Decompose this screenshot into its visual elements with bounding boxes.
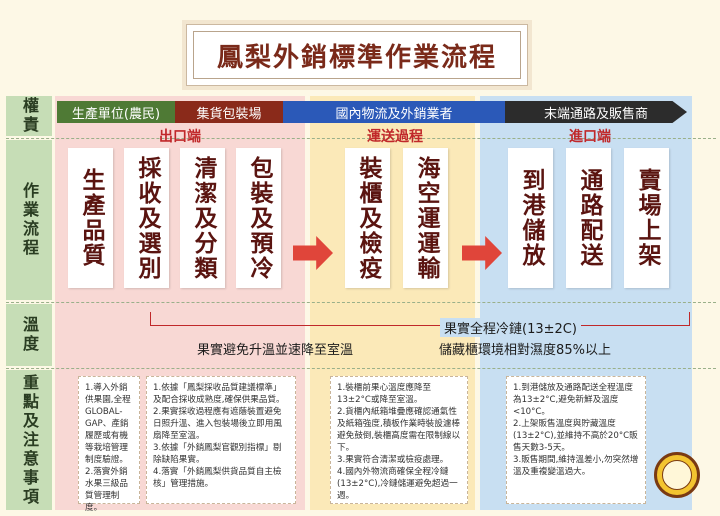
- note-item: 2.上架販售溫度與貯藏溫度(13±2°C),並維持不高於20°C販售天數3-5天…: [513, 419, 638, 454]
- step-box: 採收及選別: [124, 148, 169, 288]
- row-label-text: 重點及注意事項: [20, 373, 39, 507]
- section-export: 出口端: [159, 129, 201, 145]
- note-item: 2.果實採收過程應有遮蔭裝置避免日照升溫、進入包裝場後立即用風扇降至室溫。: [153, 407, 282, 442]
- row-divider: [6, 302, 716, 303]
- row-label-text: 作業流程: [20, 182, 39, 258]
- row-label-text: 權責: [20, 97, 39, 135]
- step-label: 採收及選別: [134, 155, 160, 281]
- note-item: 1.裝櫃前果心溫度應降至13±2°C或降至室溫。: [337, 383, 432, 406]
- export-temp-note: 果實避免升溫並速降至室溫: [196, 343, 353, 358]
- section-import: 進口端: [569, 129, 611, 145]
- note-item: 2.落實外銷水果三級品質管理制度。: [85, 467, 128, 514]
- note-packing: 1.依據「鳳梨採收品質建議標準」及配合採收成熟度,確保供果品質。 2.果實採收過…: [146, 376, 296, 504]
- step-label: 生產品質: [78, 168, 104, 268]
- step-label: 清潔及分類: [190, 155, 216, 281]
- humidity-note: 儲藏櫃環境相對濕度85%以上: [439, 343, 611, 358]
- note-item: 2.貨櫃內紙箱堆疊應確認通氣性及紙箱強度,積板作業時裝設濾棒避免鼓倒,裝櫃高度需…: [337, 407, 461, 454]
- page-title: 鳳梨外銷標準作業流程: [216, 42, 497, 73]
- step-box: 通路配送: [566, 148, 611, 288]
- step-box: 清潔及分類: [180, 148, 225, 288]
- step-box: 裝櫃及檢疫: [345, 148, 390, 288]
- cold-chain-bracket: [150, 312, 690, 326]
- seal-core: [662, 460, 692, 490]
- step-box: 到港儲放: [508, 148, 553, 288]
- note-item: 1.依據「鳳梨採收品質建議標準」及配合採收成熟度,確保供果品質。: [153, 383, 285, 406]
- bar-packing: 集貨包裝場: [175, 101, 283, 123]
- step-label: 海空運運輸: [413, 155, 439, 281]
- row-divider: [6, 368, 716, 369]
- title-inner: 鳳梨外銷標準作業流程: [193, 31, 521, 79]
- cold-chain-text: 果實全程冷鏈(13±2C): [440, 318, 581, 337]
- row-label-notes: 重點及注意事項: [6, 370, 52, 510]
- seal-logo-icon: [654, 452, 700, 498]
- bar-logistics: 國內物流及外銷業者: [283, 101, 505, 123]
- step-box: 賣場上架: [624, 148, 669, 288]
- note-producer: 1.導入外銷供果園,全程GLOBAL-GAP、產銷履歷或有機等栽培管理制度驗證。…: [78, 376, 140, 513]
- bar-retail: 末端通路及販售商: [505, 101, 687, 123]
- row-divider: [6, 138, 716, 139]
- title-box: 鳳梨外銷標準作業流程: [186, 24, 528, 86]
- note-item: 3.依據「外銷鳳梨官觀別指標」剔除缺陷果實。: [153, 443, 282, 466]
- note-transport: 1.裝櫃前果心溫度應降至13±2°C或降至室溫。 2.貨櫃內紙箱堆疊應確認通氣性…: [330, 376, 468, 504]
- step-label: 通路配送: [576, 168, 602, 268]
- step-label: 到港儲放: [518, 168, 544, 268]
- row-label-temperature: 溫度: [6, 304, 52, 366]
- note-item: 3.販售期間,維持溫差小,勿突然增溫及重複變溫過大。: [513, 455, 639, 478]
- step-box: 生產品質: [68, 148, 113, 288]
- note-item: 4.落實「外銷鳳梨供貨品質自主檢核」管理措施。: [153, 467, 282, 490]
- section-transport: 運送過程: [367, 129, 423, 145]
- step-label: 賣場上架: [634, 168, 660, 268]
- row-label-text: 溫度: [20, 316, 39, 354]
- step-label: 包裝及預冷: [246, 155, 272, 281]
- row-label-process: 作業流程: [6, 140, 52, 300]
- note-item: 4.國內外物流商確保全程冷鏈(13±2°C),冷鏈儲運避免超過一週。: [337, 467, 458, 502]
- note-item: 1.到港儲放及通路配送全程溫度為13±2°C,避免新鮮及溫度<10°C。: [513, 383, 633, 418]
- step-box: 海空運運輸: [403, 148, 448, 288]
- row-label-responsibility: 權責: [6, 96, 52, 136]
- note-import: 1.到港儲放及通路配送全程溫度為13±2°C,避免新鮮及溫度<10°C。 2.上…: [506, 376, 646, 504]
- note-item: 3.果實符合清潔或檢疫處理。: [337, 455, 449, 466]
- step-label: 裝櫃及檢疫: [355, 155, 381, 281]
- note-item: 1.導入外銷供果園,全程GLOBAL-GAP、產銷履歷或有機等栽培管理制度驗證。: [85, 383, 131, 466]
- bar-producer: 生產單位(農民): [57, 101, 175, 123]
- step-box: 包裝及預冷: [236, 148, 281, 288]
